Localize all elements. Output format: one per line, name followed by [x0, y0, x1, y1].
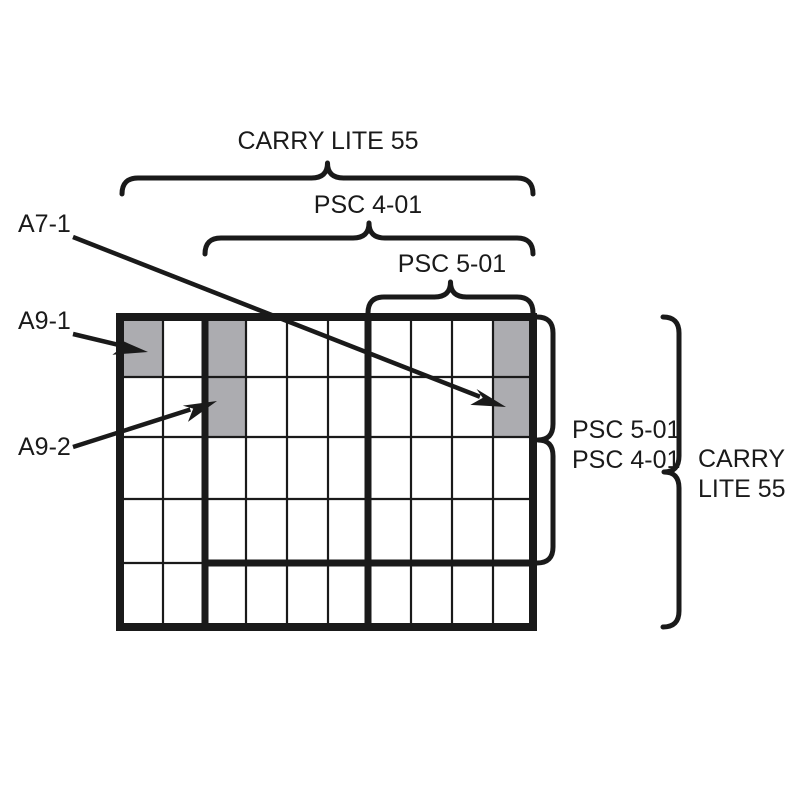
top-brace-psc-5-01: [365, 279, 536, 316]
callout-leaders-group: [72, 234, 506, 450]
shaded-cell: [205, 317, 246, 377]
top-braces-group: [119, 160, 536, 316]
callout-arrowhead-a9-2: [182, 401, 217, 422]
callout-arrowhead-a7-1: [470, 388, 506, 407]
right-brace-psc-inner: [534, 314, 556, 566]
right-brace-label-psc-inner: PSC 4-01: [572, 446, 680, 474]
callout-arrowhead-a9-1: [112, 338, 148, 355]
shaded-cell: [493, 317, 533, 377]
grid-thick-lines: [201, 317, 533, 627]
shaded-cell: [493, 377, 533, 437]
top-brace-label-psc-5-01: PSC 5-01: [398, 250, 506, 278]
top-brace-carry-lite-55: [119, 160, 536, 197]
callout-leader-a9-1: [72, 331, 122, 348]
top-brace-label-carry-lite-55: CARRY LITE 55: [237, 127, 418, 155]
right-brace-label-carry-lite-55-right: CARRY: [698, 445, 785, 473]
right-brace-label-carry-lite-55-right: LITE 55: [698, 475, 786, 503]
right-brace-label-psc-inner: PSC 5-01: [572, 416, 680, 444]
shaded-cells-group: [120, 317, 533, 437]
callout-label-a9-2: A9-2: [18, 433, 71, 461]
grid-outer-border: [116, 313, 537, 631]
callout-leader-a9-2: [72, 407, 192, 450]
callout-label-a9-1: A9-1: [18, 307, 71, 335]
top-brace-psc-4-01: [202, 220, 536, 257]
shaded-cell: [205, 377, 246, 437]
top-brace-label-psc-4-01: PSC 4-01: [314, 191, 422, 219]
callout-leader-a7-1: [72, 234, 481, 399]
right-braces-group: [534, 314, 682, 630]
right-brace-carry-lite-55-right: [660, 314, 682, 630]
grid-thin-lines: [120, 317, 533, 627]
callout-label-a7-1: A7-1: [18, 210, 71, 238]
